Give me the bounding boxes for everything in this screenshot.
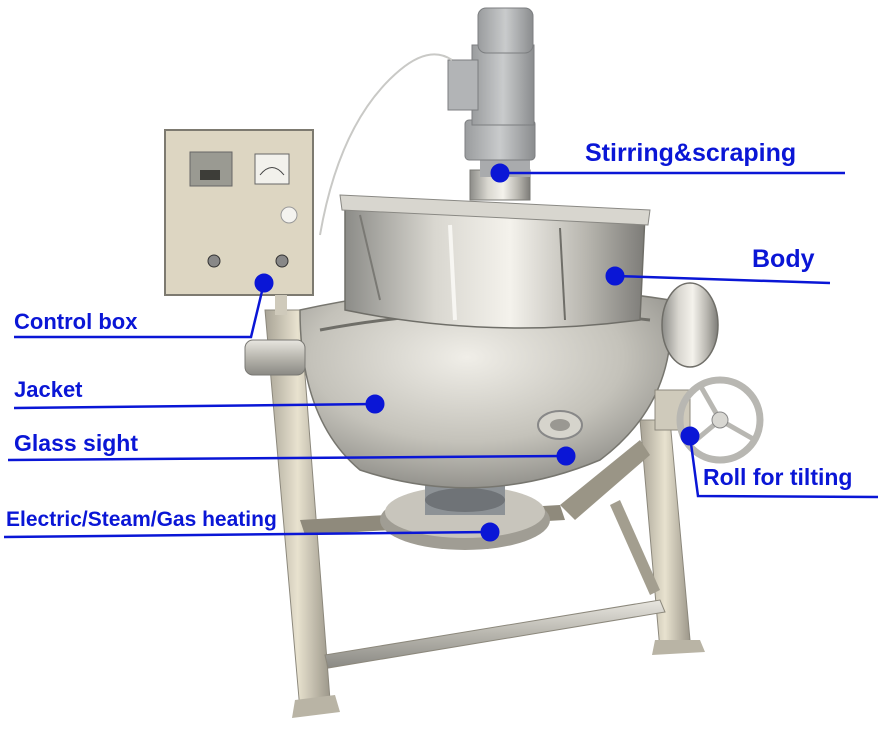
kettle-jacket xyxy=(299,286,672,489)
callout-roll-for-tilting: Roll for tilting xyxy=(703,464,853,490)
callout-stirring-scraping: Stirring&scraping xyxy=(585,139,797,167)
callout-glass-sight: Glass sight xyxy=(14,430,138,456)
callout-body: Body xyxy=(752,245,815,273)
kettle-body xyxy=(339,194,651,329)
tilting-mechanism xyxy=(244,282,764,464)
callout-heating: Electric/Steam/Gas heating xyxy=(6,508,277,531)
stirring-motor xyxy=(319,7,536,236)
callout-control-box: Control box xyxy=(14,309,138,334)
heating-unit xyxy=(380,470,550,550)
callout-leaders xyxy=(3,163,879,542)
callout-jacket: Jacket xyxy=(14,377,83,402)
control-box xyxy=(164,129,314,315)
